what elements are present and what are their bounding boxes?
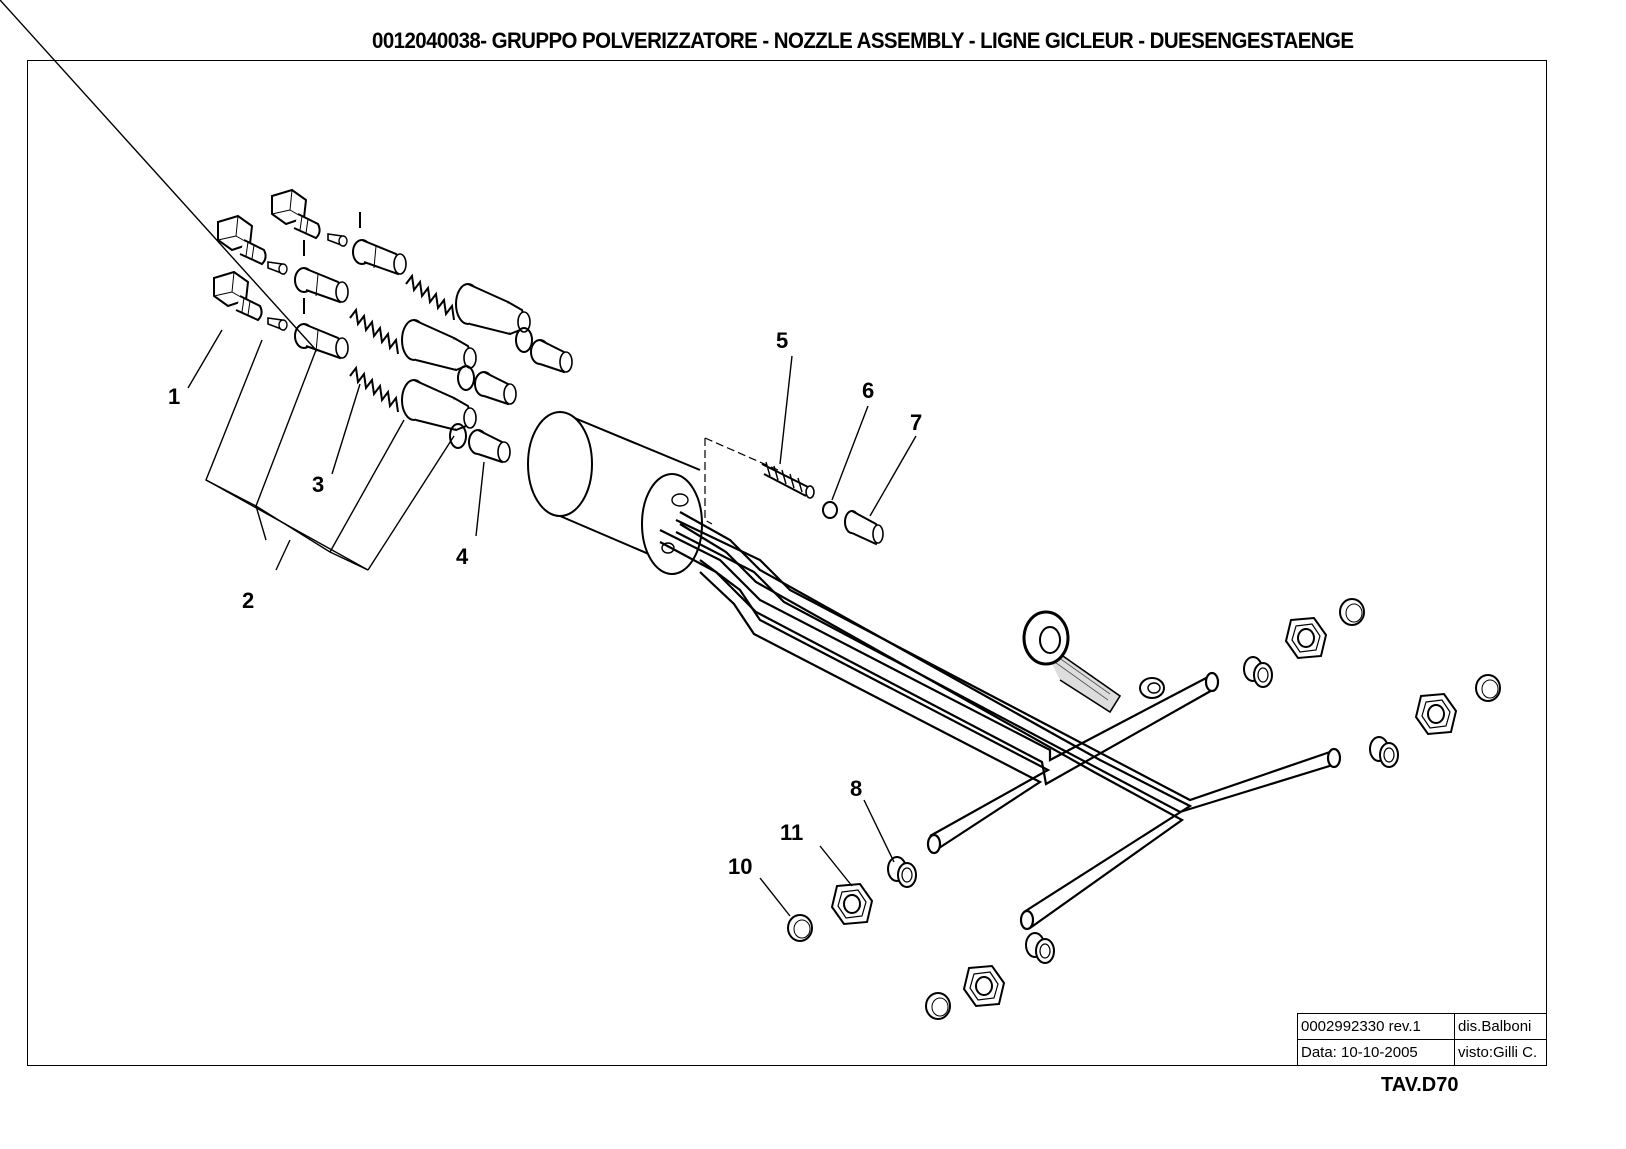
sealing-tape-roll [1022, 610, 1122, 714]
sheet-number: TAV.D70 [1381, 1074, 1459, 1096]
fitting-set-center [787, 856, 917, 942]
callout-11: 11 [780, 820, 803, 845]
drawing-date: Data: 10-10-2005 [1301, 1044, 1418, 1061]
fitting-set-upper [1243, 598, 1365, 688]
hose-clip [1139, 677, 1165, 699]
callout-3: 3 [312, 472, 324, 497]
drawing-title: 0012040038- GRUPPO POLVERIZZATORE - NOZZ… [372, 28, 1354, 53]
nozzle-row-1 [271, 189, 573, 373]
drawing-number: 0002992330 rev.1 [1301, 1018, 1421, 1035]
callout-8: 8 [850, 776, 862, 801]
cap-screw [844, 510, 884, 546]
drawn-by: dis.Balboni [1454, 1014, 1547, 1039]
pipe-assembly [659, 511, 1342, 931]
leader-lines [0, 0, 917, 917]
checked-by: visto:Gilli C. [1454, 1040, 1547, 1065]
callout-5: 5 [776, 328, 788, 353]
title-block: 0002992330 rev.1 dis.Balboni Data: 10-10… [1297, 1013, 1547, 1066]
drawing-frame [27, 60, 1547, 1066]
callout-2: 2 [242, 588, 254, 613]
fitting-set-lower [925, 932, 1055, 1020]
callout-4: 4 [456, 544, 469, 569]
grub-screw [761, 461, 815, 499]
callout-1: 1 [168, 384, 180, 409]
nozzle-row-3 [213, 271, 511, 463]
sealing-washer [822, 501, 838, 519]
callout-10: 10 [728, 854, 752, 879]
callout-labels: 1 2 3 4 5 6 7 8 10 11 [168, 328, 922, 879]
callout-7: 7 [910, 410, 922, 435]
nozzle-row-2 [217, 215, 517, 405]
fitting-set-right [1369, 674, 1501, 768]
callout-6: 6 [862, 378, 874, 403]
